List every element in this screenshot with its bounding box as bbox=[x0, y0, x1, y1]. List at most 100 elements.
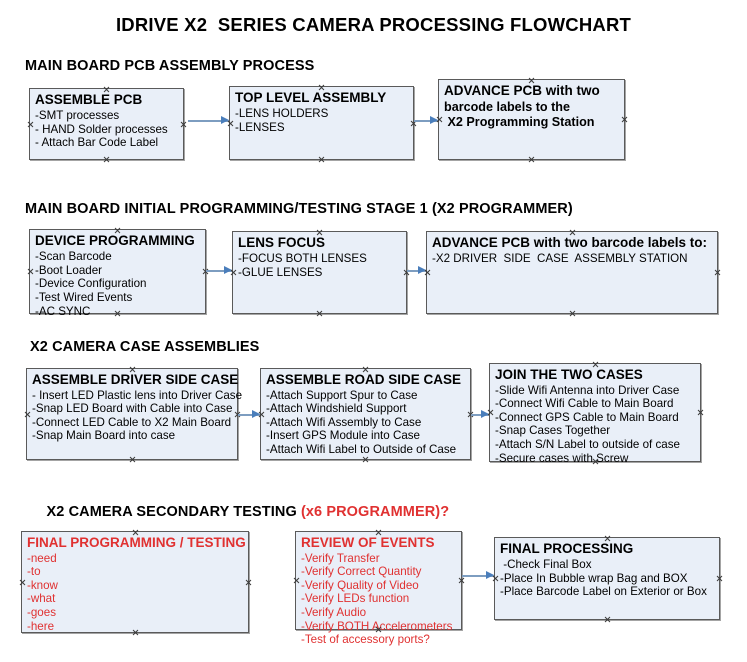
node-line: -Snap LED Board with Cable into Case bbox=[32, 402, 233, 416]
arrow-shaft bbox=[238, 414, 260, 416]
arrow-shaft bbox=[414, 120, 438, 122]
node-lens-focus-body: LENS FOCUS -FOCUS BOTH LENSES -GLUE LENS… bbox=[233, 232, 406, 279]
node-line: -GLUE LENSES bbox=[238, 265, 323, 279]
section-title-text: X2 CAMERA SECONDARY TESTING bbox=[46, 504, 301, 520]
node-line: -LENS HOLDERS bbox=[235, 106, 329, 120]
node-header: ASSEMBLE PCB bbox=[35, 92, 143, 107]
node-line: barcode labels to the bbox=[444, 99, 570, 114]
section-title-x2-camera-secondary-testing: X2 CAMERA SECONDARY TESTING (x6 PROGRAMM… bbox=[30, 488, 450, 536]
node-line: -Boot Loader bbox=[35, 263, 103, 277]
node-line: -Slide Wifi Antenna into Driver Case bbox=[495, 383, 680, 397]
connector-handle-bottom[interactable] bbox=[103, 156, 110, 163]
arrow-driver-side-to-road-side bbox=[238, 410, 260, 419]
node-line: -Test Wired Events bbox=[35, 290, 133, 304]
node-header: JOIN THE TWO CASES bbox=[495, 367, 643, 382]
arrow-assemble-pcb-to-top-level-assembly bbox=[188, 116, 229, 125]
node-final-programming-testing[interactable]: FINAL PROGRAMMING / TESTING -need -to -k… bbox=[21, 531, 249, 633]
node-line: -Attach Wifi Assembly to Case bbox=[266, 415, 422, 429]
node-assemble-driver-side-case-body: ASSEMBLE DRIVER SIDE CASE - Insert LED P… bbox=[27, 369, 243, 443]
node-header: FINAL PROCESSING bbox=[500, 541, 634, 556]
node-final-processing[interactable]: FINAL PROCESSING -Check Final Box -Place… bbox=[494, 537, 720, 620]
node-join-the-two-cases[interactable]: JOIN THE TWO CASES -Slide Wifi Antenna i… bbox=[489, 363, 701, 465]
node-assemble-road-side-case[interactable]: ASSEMBLE ROAD SIDE CASE -Attach Support … bbox=[260, 368, 471, 460]
arrow-lens-focus-to-advance-pcb bbox=[407, 266, 426, 275]
connector-handle-bottom[interactable] bbox=[528, 156, 535, 163]
node-header: LENS FOCUS bbox=[238, 235, 326, 250]
node-line: -LENSES bbox=[235, 120, 285, 134]
node-line: -Attach Support Spur to Case bbox=[266, 388, 418, 402]
node-line: -Attach S/N Label to outside of case bbox=[495, 438, 680, 452]
node-line: -to bbox=[27, 565, 41, 579]
arrow-head-icon bbox=[252, 410, 260, 418]
node-line: -Verify BOTH Accelerometers bbox=[301, 619, 453, 633]
node-top-level-assembly-body: TOP LEVEL ASSEMBLY -LENS HOLDERS -LENSES bbox=[230, 87, 413, 134]
arrow-shaft bbox=[188, 120, 229, 122]
node-line: -Snap Main Board into case bbox=[32, 429, 176, 443]
connector-handle-bottom[interactable] bbox=[604, 616, 611, 623]
node-line: -X2 DRIVER SIDE CASE ASSEMBLY STATION bbox=[432, 251, 688, 265]
node-assemble-road-side-case-body: ASSEMBLE ROAD SIDE CASE -Attach Support … bbox=[261, 369, 470, 457]
node-line: -AC SYNC bbox=[35, 304, 91, 318]
node-device-programming-body: DEVICE PROGRAMMING -Scan Barcode -Boot L… bbox=[30, 230, 205, 318]
node-advance-pcb-to-x2-programming-station[interactable]: ADVANCE PCB with two barcode labels to t… bbox=[438, 79, 625, 160]
arrow-review-of-events-to-final-processing bbox=[462, 571, 494, 580]
connector-handle-bottom[interactable] bbox=[129, 456, 136, 463]
arrow-device-programming-to-lens-focus bbox=[206, 266, 232, 275]
node-line: -SMT processes bbox=[35, 108, 120, 122]
node-line: -what bbox=[27, 592, 56, 606]
node-line: -Verify Transfer bbox=[301, 551, 380, 565]
node-header: DEVICE PROGRAMMING bbox=[35, 233, 195, 248]
section-title-main-board-initial-programming-testing-stage-1: MAIN BOARD INITIAL PROGRAMMING/TESTING S… bbox=[25, 201, 573, 217]
node-line: - Attach Bar Code Label bbox=[35, 136, 159, 150]
node-header: ASSEMBLE ROAD SIDE CASE bbox=[266, 372, 462, 387]
node-line: -Connect GPS Cable to Main Board bbox=[495, 410, 679, 424]
arrow-shaft bbox=[462, 575, 494, 577]
arrow-head-icon bbox=[224, 266, 232, 274]
node-device-programming[interactable]: DEVICE PROGRAMMING -Scan Barcode -Boot L… bbox=[29, 229, 206, 318]
node-top-level-assembly[interactable]: TOP LEVEL ASSEMBLY -LENS HOLDERS -LENSES bbox=[229, 86, 414, 160]
node-line: - HAND Solder processes bbox=[35, 122, 168, 136]
node-line: -FOCUS BOTH LENSES bbox=[238, 251, 367, 265]
node-header: TOP LEVEL ASSEMBLY bbox=[235, 90, 387, 105]
arrow-head-icon bbox=[430, 116, 438, 124]
arrow-head-icon bbox=[418, 266, 426, 274]
node-line: -goes bbox=[27, 606, 57, 620]
page-title: IDRIVE X2 SERIES CAMERA PROCESSING FLOWC… bbox=[115, 14, 632, 35]
connector-handle-right[interactable] bbox=[714, 269, 721, 276]
node-advance-pcb-to-driver-side-case-assembly[interactable]: ADVANCE PCB with two barcode labels to: … bbox=[426, 231, 718, 314]
arrow-head-icon bbox=[481, 410, 489, 418]
node-line: -Connect Wifi Cable to Main Board bbox=[495, 397, 674, 411]
node-line: -Verify LEDs function bbox=[301, 592, 410, 606]
section-title-main-board-pcb-assembly-process: MAIN BOARD PCB ASSEMBLY PROCESS bbox=[25, 58, 315, 74]
arrow-top-level-assembly-to-advance-pcb bbox=[414, 116, 438, 125]
connector-handle-bottom[interactable] bbox=[316, 310, 323, 317]
node-review-of-events-body: REVIEW OF EVENTS -Verify Transfer -Verif… bbox=[296, 532, 461, 647]
node-line: - Insert LED Plastic lens into Driver Ca… bbox=[32, 388, 243, 402]
node-assemble-driver-side-case[interactable]: ASSEMBLE DRIVER SIDE CASE - Insert LED P… bbox=[26, 368, 243, 463]
node-line: -Insert GPS Module into Case bbox=[266, 429, 421, 443]
node-line: -Check Final Box bbox=[500, 557, 592, 571]
node-line: -need bbox=[27, 551, 57, 565]
connector-handle-bottom[interactable] bbox=[569, 310, 576, 317]
node-assemble-pcb[interactable]: ASSEMBLE PCB -SMT processes - HAND Solde… bbox=[29, 88, 184, 160]
node-lens-focus[interactable]: LENS FOCUS -FOCUS BOTH LENSES -GLUE LENS… bbox=[232, 231, 407, 314]
node-header: ASSEMBLE DRIVER SIDE CASE bbox=[32, 372, 239, 387]
node-final-programming-testing-body: FINAL PROGRAMMING / TESTING -need -to -k… bbox=[22, 532, 248, 633]
connector-handle-bottom[interactable] bbox=[318, 156, 325, 163]
node-line: -Device Configuration bbox=[35, 277, 147, 291]
node-line: -Verify Correct Quantity bbox=[301, 565, 422, 579]
node-line: -Connect LED Cable to X2 Main Board bbox=[32, 415, 232, 429]
node-line: -know bbox=[27, 578, 58, 592]
node-review-of-events[interactable]: REVIEW OF EVENTS -Verify Transfer -Verif… bbox=[295, 531, 462, 646]
node-line: -here bbox=[27, 619, 55, 633]
node-line: -Attach Windshield Support bbox=[266, 402, 407, 416]
node-line: -Snap Cases Together bbox=[495, 424, 611, 438]
arrow-head-icon bbox=[486, 571, 494, 579]
arrow-shaft bbox=[206, 270, 232, 272]
arrow-road-side-to-join-cases bbox=[471, 410, 489, 419]
node-final-processing-body: FINAL PROCESSING -Check Final Box -Place… bbox=[495, 538, 719, 599]
node-assemble-pcb-body: ASSEMBLE PCB -SMT processes - HAND Solde… bbox=[30, 89, 183, 150]
node-header: REVIEW OF EVENTS bbox=[301, 535, 435, 550]
node-line: -Scan Barcode bbox=[35, 249, 112, 263]
